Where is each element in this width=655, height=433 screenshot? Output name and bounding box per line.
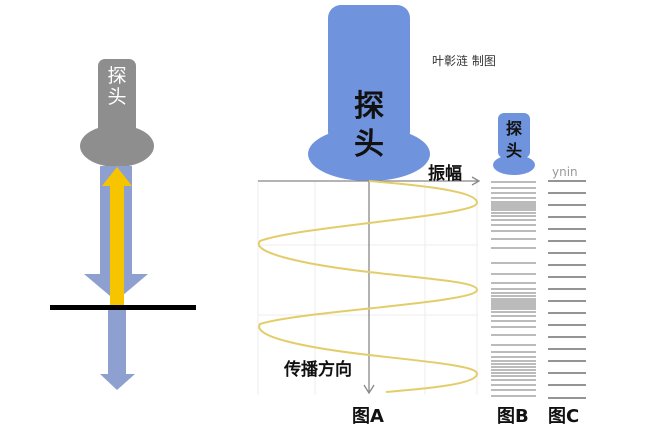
figure-b-probe-base <box>493 155 535 175</box>
figure-c-scan-lines <box>548 180 586 399</box>
interface-line <box>50 305 196 310</box>
reflected-wave-arrow-icon <box>102 167 132 308</box>
left-probe-char-1: 探 <box>107 65 127 87</box>
figure-b-probe-char-2: 头 <box>505 141 522 161</box>
credit-text: 叶彰涟 制图 <box>432 54 496 68</box>
propagation-arrow-icon <box>363 384 375 395</box>
figure-b-caption: 图B <box>497 406 529 427</box>
figure-a-probe-body <box>328 5 410 145</box>
figure-c-caption: 图C <box>548 406 580 427</box>
transmitted-wave-arrow-icon <box>100 310 135 390</box>
left-probe-body <box>98 59 136 137</box>
figure-a-probe-base <box>308 127 430 181</box>
figure-b-probe-char-1: 探 <box>505 119 522 138</box>
figure-a-probe-char-2: 头 <box>354 126 384 162</box>
amplitude-label: 振幅 <box>428 164 462 184</box>
left-probe-char-2: 头 <box>107 85 127 108</box>
sine-wave <box>257 180 478 393</box>
left-probe-label: 探 头 <box>98 66 136 108</box>
figure-a-probe-label: 探 头 <box>328 88 410 163</box>
figure-c-header-label: ynin <box>552 165 578 179</box>
propagation-direction-label: 传播方向 <box>284 360 352 380</box>
figure-b-probe-body <box>498 113 530 158</box>
figure-a-caption: 图A <box>352 406 384 427</box>
left-probe-base <box>80 125 154 167</box>
figure-b-probe-label: 探 头 <box>498 118 530 163</box>
amplitude-arrow-icon <box>471 176 481 186</box>
figure-a-probe-char-1: 探 <box>354 89 384 124</box>
figure-b-scan-lines <box>491 181 536 397</box>
